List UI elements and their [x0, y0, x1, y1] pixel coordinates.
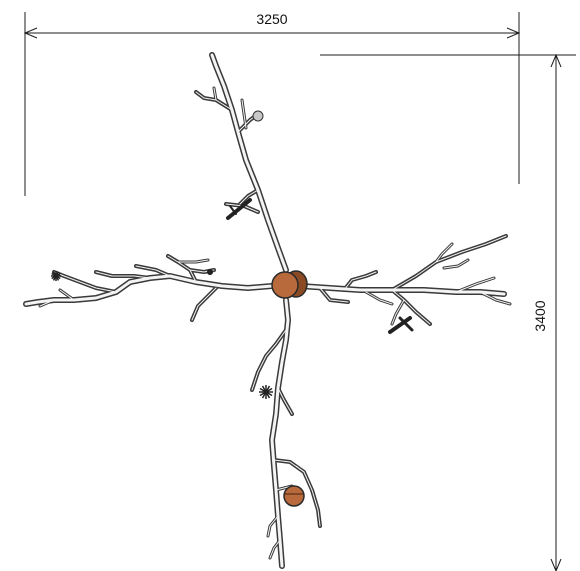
clip-west-tuft-bristle [55, 272, 61, 277]
branch-east-twig-5 [443, 259, 469, 269]
branch-west-twig-1 [167, 255, 197, 283]
brace-north [226, 198, 252, 220]
clip-west-tuft [51, 271, 61, 281]
height-arrow-top [550, 53, 562, 68]
branch-east-twig-8 [391, 289, 431, 325]
clip-south-tuft-bristle [265, 387, 273, 393]
branch-east-twig-4 [435, 243, 453, 263]
branch-east-twig-5-outline [442, 258, 470, 270]
north-clip-ball [252, 110, 264, 122]
branch-east-twig-9 [391, 299, 405, 325]
branch-west-twig-4 [135, 265, 171, 277]
branch-west-twig-5 [95, 271, 151, 279]
branch-west-twig-9 [39, 299, 55, 307]
branch-east-twig-3-outline [390, 234, 508, 292]
branch-south-twig-3 [273, 459, 321, 527]
central-trunk [271, 270, 308, 299]
branch-west-twig-3 [177, 259, 209, 263]
height-label: 3400 [532, 300, 548, 331]
branch-south-twig-1 [251, 329, 287, 391]
branch-north-twig-2 [213, 87, 217, 101]
branch-west-twig-8 [59, 289, 75, 301]
branch-north-twig-4 [241, 99, 247, 129]
branch-east-twig-7 [479, 291, 511, 305]
height-dimension: 3400 [320, 53, 576, 571]
width-arrow-right [506, 27, 521, 39]
width-arrow-left [23, 27, 38, 39]
branch-east-twig-6 [455, 277, 495, 293]
branch-west-twig-7 [53, 271, 117, 293]
branch-outline-layer [23, 52, 512, 569]
trunk-core [271, 271, 299, 299]
clip-west-small-bristle [209, 269, 213, 273]
height-arrow-bottom [550, 558, 562, 571]
clip-south-tuft [259, 385, 273, 399]
branch-south-twig-7 [295, 465, 305, 473]
width-dimension: 3250 [23, 11, 521, 196]
branch-north-twig-5 [239, 189, 259, 205]
branch-east-main [298, 284, 506, 296]
branch-east-twig-1 [319, 287, 349, 303]
branch-north-main [210, 53, 288, 272]
branch-south-twig-6 [269, 539, 281, 559]
brace-north-bar [229, 205, 237, 215]
branch-east-twig-10 [365, 291, 393, 305]
south-wood-disk [283, 485, 305, 507]
brace-east [388, 316, 412, 334]
branch-north-twig-1 [195, 91, 233, 111]
branch-south-twig-2 [277, 387, 293, 415]
width-label: 3250 [256, 11, 287, 27]
branch-south-main [270, 298, 290, 568]
clip-west-small [207, 269, 213, 275]
branch-east-twig-3 [391, 235, 507, 291]
brace-east-bar [398, 316, 414, 332]
branch-west-twig-6 [191, 287, 217, 321]
branch-south-twig-5 [267, 515, 279, 537]
branch-east-twig-2 [343, 271, 377, 291]
branch-fill-layer [24, 53, 511, 568]
branch-west-twig-6-outline [190, 286, 218, 322]
fixture-layer [51, 110, 414, 507]
